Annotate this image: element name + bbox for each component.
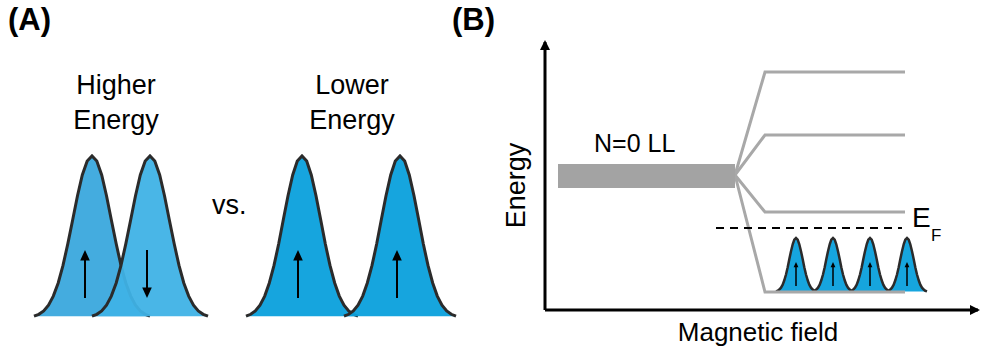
peak xyxy=(850,238,890,291)
text-label: Magnetic field xyxy=(678,318,838,348)
energy-axis xyxy=(544,42,547,310)
spin-arrowhead xyxy=(794,262,799,267)
spin-arrow xyxy=(832,266,834,286)
peak xyxy=(813,238,853,291)
text-label: Lower Energy xyxy=(282,68,422,138)
fermi-level xyxy=(716,227,902,229)
spin-arrowhead xyxy=(905,262,910,267)
peak xyxy=(246,156,358,316)
text-label: vs. xyxy=(212,190,247,221)
text-label: Energy xyxy=(501,143,532,229)
band-label: N=0 LL xyxy=(558,130,735,158)
spin-arrow xyxy=(906,266,908,286)
spin-arrow xyxy=(795,266,797,286)
level-band: N=0 LL xyxy=(558,130,735,188)
spin-arrowhead xyxy=(142,288,152,298)
peak xyxy=(776,238,816,291)
band-bar xyxy=(558,164,735,188)
spin-arrow xyxy=(84,258,86,298)
text-label: (B) xyxy=(452,2,495,38)
spin-arrowhead xyxy=(831,262,836,267)
text-label: E xyxy=(912,202,931,234)
text-label: F xyxy=(931,226,941,246)
text-label: (A) xyxy=(8,2,51,38)
spin-arrowhead xyxy=(293,250,303,260)
peak xyxy=(887,238,927,291)
field-axis xyxy=(545,309,978,312)
spin-arrow xyxy=(396,258,398,298)
spin-arrow xyxy=(146,250,148,290)
peak xyxy=(344,156,456,316)
spin-arrowhead xyxy=(868,262,873,267)
wavefunction-peaks xyxy=(34,156,927,316)
text-label: Higher Energy xyxy=(46,68,186,138)
peak xyxy=(92,156,208,316)
spin-arrowhead xyxy=(392,250,402,260)
landau-levels xyxy=(735,72,905,292)
spin-arrow xyxy=(869,266,871,286)
spin-arrowhead xyxy=(80,250,90,260)
spin-arrow xyxy=(297,258,299,298)
